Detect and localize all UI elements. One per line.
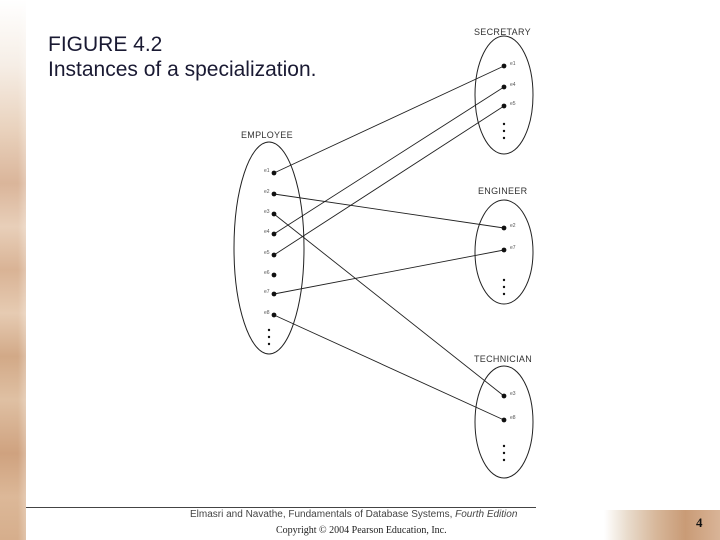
employee-instance-label: e6 xyxy=(264,270,270,276)
footer-reference-text: Elmasri and Navathe, Fundamentals of Dat… xyxy=(190,509,455,520)
technician-instance-dot xyxy=(502,394,507,399)
employee-instance-dot xyxy=(272,292,277,297)
ellipsis-dot xyxy=(503,445,505,447)
ellipsis-dot xyxy=(503,279,505,281)
link-e1-secretary xyxy=(274,66,504,173)
link-e7-engineer xyxy=(274,250,504,294)
employee-instance-label: e4 xyxy=(264,229,270,235)
ellipsis-dot xyxy=(268,329,270,331)
secretary-instance-labels: e1 e4 e5 xyxy=(510,61,516,107)
secretary-instance-label: e5 xyxy=(510,101,516,107)
employee-instance-labels: e1 e2 e3 e4 e5 e6 e7 e8 xyxy=(264,168,270,316)
secretary-instance-label: e4 xyxy=(510,82,516,88)
secretary-set-ellipse xyxy=(475,36,533,154)
engineer-instances xyxy=(502,226,507,253)
technician-instance-labels: e3 e8 xyxy=(510,391,516,421)
membership-links xyxy=(274,66,504,420)
link-e2-engineer xyxy=(274,194,504,228)
employee-instance-label: e7 xyxy=(264,289,270,295)
employee-instance-dot xyxy=(272,313,277,318)
engineer-instance-labels: e2 e7 xyxy=(510,223,516,251)
ellipsis-dot xyxy=(503,286,505,288)
technician-instance-label: e3 xyxy=(510,391,516,397)
employee-instance-label: e1 xyxy=(264,168,270,174)
link-e8-technician xyxy=(274,315,504,420)
ellipsis-dot xyxy=(503,137,505,139)
employee-instance-label: e3 xyxy=(264,209,270,215)
employee-instance-label: e5 xyxy=(264,250,270,256)
ellipsis-dot xyxy=(268,343,270,345)
footer-copyright: Copyright © 2004 Pearson Education, Inc. xyxy=(276,525,447,536)
ellipsis-dot xyxy=(503,452,505,454)
engineer-instance-label: e7 xyxy=(510,245,516,251)
secretary-set-label: SECRETARY xyxy=(474,27,531,37)
technician-instance-label: e8 xyxy=(510,415,516,421)
link-e5-secretary xyxy=(274,106,504,255)
footer-divider xyxy=(26,507,536,508)
employee-set-label: EMPLOYEE xyxy=(241,130,293,140)
engineer-instance-dot xyxy=(502,248,507,253)
employee-instance-dot xyxy=(272,273,277,278)
link-e3-technician xyxy=(274,214,504,396)
secretary-instance-dot xyxy=(502,104,507,109)
ellipsis-dot xyxy=(503,459,505,461)
ellipsis-dot xyxy=(268,336,270,338)
secretary-instances xyxy=(502,64,507,109)
secretary-instance-label: e1 xyxy=(510,61,516,67)
technician-ellipsis xyxy=(503,445,505,461)
engineer-set-label: ENGINEER xyxy=(478,186,528,196)
employee-instance-label: e2 xyxy=(264,189,270,195)
engineer-instance-dot xyxy=(502,226,507,231)
footer-reference-edition: Fourth Edition xyxy=(455,509,517,520)
employee-instance-label: e8 xyxy=(264,310,270,316)
page-number: 4 xyxy=(696,515,703,531)
ellipsis-dot xyxy=(503,123,505,125)
employee-instance-dot xyxy=(272,171,277,176)
employee-ellipsis xyxy=(268,329,270,345)
secretary-ellipsis xyxy=(503,123,505,139)
engineer-instance-label: e2 xyxy=(510,223,516,229)
employee-instance-dot xyxy=(272,253,277,258)
technician-set-label: TECHNICIAN xyxy=(474,354,532,364)
technician-instance-dot xyxy=(502,418,507,423)
ellipsis-dot xyxy=(503,130,505,132)
ellipsis-dot xyxy=(503,293,505,295)
secretary-instance-dot xyxy=(502,64,507,69)
footer-reference: Elmasri and Navathe, Fundamentals of Dat… xyxy=(190,509,517,520)
employee-instance-dot xyxy=(272,212,277,217)
link-e4-secretary xyxy=(274,87,504,234)
secretary-instance-dot xyxy=(502,85,507,90)
engineer-ellipsis xyxy=(503,279,505,295)
employee-instances xyxy=(272,171,277,318)
technician-instances xyxy=(502,394,507,423)
employee-instance-dot xyxy=(272,232,277,237)
employee-instance-dot xyxy=(272,192,277,197)
